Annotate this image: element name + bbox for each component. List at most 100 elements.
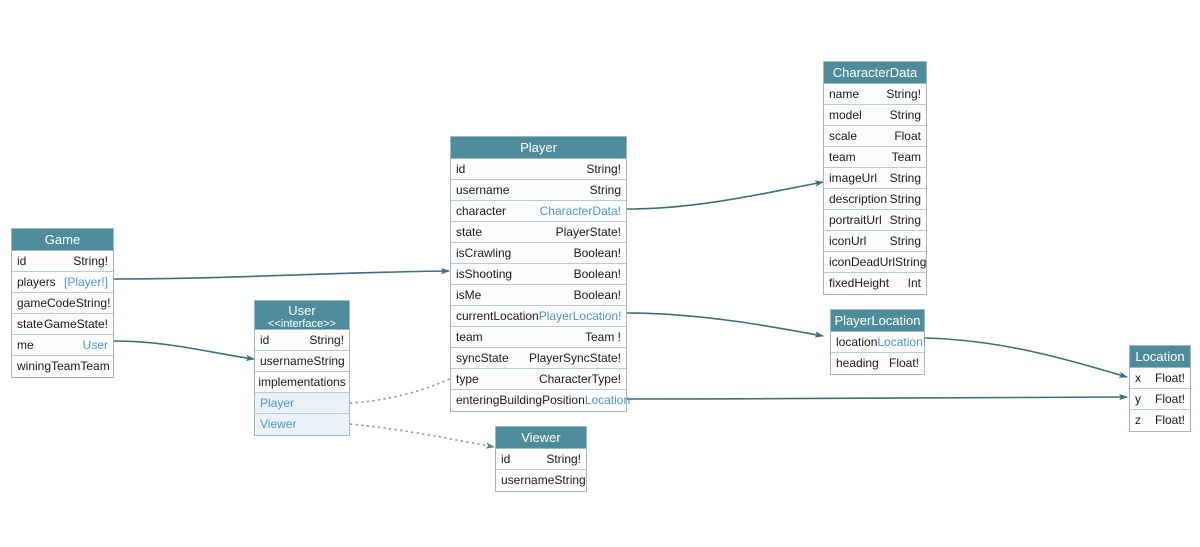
implementation-viewer[interactable]: Viewer xyxy=(255,414,349,435)
table-row[interactable]: state PlayerState! xyxy=(451,222,626,243)
entity-player[interactable]: Player id String! username String charac… xyxy=(450,136,630,412)
field-type: Int xyxy=(907,276,921,290)
table-row[interactable]: description String xyxy=(824,189,926,210)
field-name: username xyxy=(456,182,510,197)
field-type: Team xyxy=(80,359,110,373)
entity-location[interactable]: Location x Float! y Float! z Float! xyxy=(1129,345,1191,432)
table-row[interactable]: y Float! xyxy=(1130,389,1190,410)
table-row[interactable]: id String! xyxy=(496,449,586,470)
field-name: team xyxy=(829,149,856,164)
table-row[interactable]: enteringBuildingPosition Location xyxy=(451,390,630,411)
field-name: type xyxy=(456,371,479,386)
field-name: imageUrl xyxy=(829,170,878,185)
table-row[interactable]: portraitUrl String xyxy=(824,210,926,231)
field-type: GameState! xyxy=(43,316,108,331)
field-type: String! xyxy=(546,451,581,466)
field-type: PlayerLocation! xyxy=(538,308,622,323)
field-name: isCrawling xyxy=(456,245,512,260)
table-row[interactable]: currentLocation PlayerLocation! xyxy=(451,306,626,327)
table-row[interactable]: z Float! xyxy=(1130,410,1190,431)
table-row[interactable]: isCrawling Boolean! xyxy=(451,243,626,264)
table-row[interactable]: model String xyxy=(824,105,926,126)
table-row[interactable]: username String xyxy=(451,180,626,201)
field-type: String! xyxy=(73,253,108,268)
field-name: location xyxy=(836,334,878,349)
field-type: Team xyxy=(891,149,921,164)
table-row[interactable]: fixedHeight Int xyxy=(824,273,926,294)
table-row[interactable]: team Team ! xyxy=(451,327,626,348)
entity-viewer[interactable]: Viewer id String! username String xyxy=(495,426,587,492)
field-name: isShooting xyxy=(456,266,513,281)
table-row[interactable]: id String! xyxy=(451,159,626,180)
field-name: players xyxy=(17,274,56,289)
entity-playerlocation-title: PlayerLocation xyxy=(831,310,924,332)
implementations-label: implementations xyxy=(255,372,349,393)
field-type: String xyxy=(554,473,586,487)
table-row[interactable]: name String! xyxy=(824,84,926,105)
entity-game-title: Game xyxy=(12,229,113,251)
edge-player-character-to-characterdata xyxy=(626,180,824,210)
table-row[interactable]: type CharacterType! xyxy=(451,369,626,390)
entity-player-title: Player xyxy=(451,137,626,159)
field-name: model xyxy=(829,107,862,122)
table-row[interactable]: username String xyxy=(255,351,349,372)
table-row[interactable]: location Location! xyxy=(831,332,926,353)
field-name: description xyxy=(829,191,888,206)
table-row[interactable]: players [Player!] xyxy=(12,272,113,293)
field-name: state xyxy=(17,316,44,331)
table-row[interactable]: username String xyxy=(496,470,586,491)
field-name: portraitUrl xyxy=(829,212,882,227)
field-type: String! xyxy=(75,295,111,310)
entity-characterdata[interactable]: CharacterData name String! model String … xyxy=(823,61,927,295)
field-name: x xyxy=(1135,370,1141,385)
field-type: String xyxy=(313,353,345,368)
entity-viewer-title: Viewer xyxy=(496,427,586,449)
field-name: id xyxy=(17,253,27,268)
table-row[interactable]: winingTeam Team xyxy=(12,356,113,377)
table-row[interactable]: state GameState! xyxy=(12,314,113,335)
field-name: syncState xyxy=(456,350,509,365)
field-type: Boolean! xyxy=(573,266,621,281)
table-row[interactable]: iconDeadUrl String xyxy=(824,252,926,273)
table-row[interactable]: character CharacterData! xyxy=(451,201,626,222)
entity-user-stereotype: <<interface>> xyxy=(268,318,336,330)
field-type: String xyxy=(589,182,621,197)
entity-user[interactable]: User <<interface>> id String! username S… xyxy=(254,300,350,436)
field-name: name xyxy=(829,86,860,101)
implementation-player[interactable]: Player xyxy=(255,393,349,414)
table-row[interactable]: id String! xyxy=(255,330,349,351)
field-name: me xyxy=(17,337,34,352)
entity-game[interactable]: Game id String! players [Player!] gameCo… xyxy=(11,228,114,378)
field-name: heading xyxy=(836,356,879,370)
table-row[interactable]: me User xyxy=(12,335,113,356)
field-type: Team ! xyxy=(584,329,621,344)
field-type: String xyxy=(889,191,921,206)
field-name: id xyxy=(501,451,511,466)
table-row[interactable]: team Team xyxy=(824,147,926,168)
field-type: CharacterData! xyxy=(539,203,621,218)
field-name: y xyxy=(1135,391,1141,406)
table-row[interactable]: id String! xyxy=(12,251,113,272)
table-row[interactable]: syncState PlayerSyncState! xyxy=(451,348,626,369)
table-row[interactable]: scale Float xyxy=(824,126,926,147)
entity-playerlocation[interactable]: PlayerLocation location Location! headin… xyxy=(830,309,926,375)
table-row[interactable]: x Float! xyxy=(1130,368,1190,389)
table-row[interactable]: gameCode String! xyxy=(12,293,113,314)
field-type: Float! xyxy=(888,356,919,370)
field-type: String xyxy=(889,233,921,248)
table-row[interactable]: heading Float! xyxy=(831,353,924,374)
field-type: PlayerSyncState! xyxy=(528,350,621,365)
field-name: id xyxy=(456,161,466,176)
field-name: id xyxy=(260,332,270,347)
field-name: team xyxy=(456,329,483,344)
table-row[interactable]: imageUrl String xyxy=(824,168,926,189)
table-row[interactable]: isShooting Boolean! xyxy=(451,264,626,285)
field-type: String xyxy=(889,170,921,185)
entity-user-title: User <<interface>> xyxy=(255,301,349,330)
edge-player-currentlocation-to-playerlocation xyxy=(626,312,824,338)
field-name: scale xyxy=(829,128,858,143)
table-row[interactable]: isMe Boolean! xyxy=(451,285,626,306)
field-name: iconDeadUrl xyxy=(829,254,896,269)
table-row[interactable]: iconUrl String xyxy=(824,231,926,252)
